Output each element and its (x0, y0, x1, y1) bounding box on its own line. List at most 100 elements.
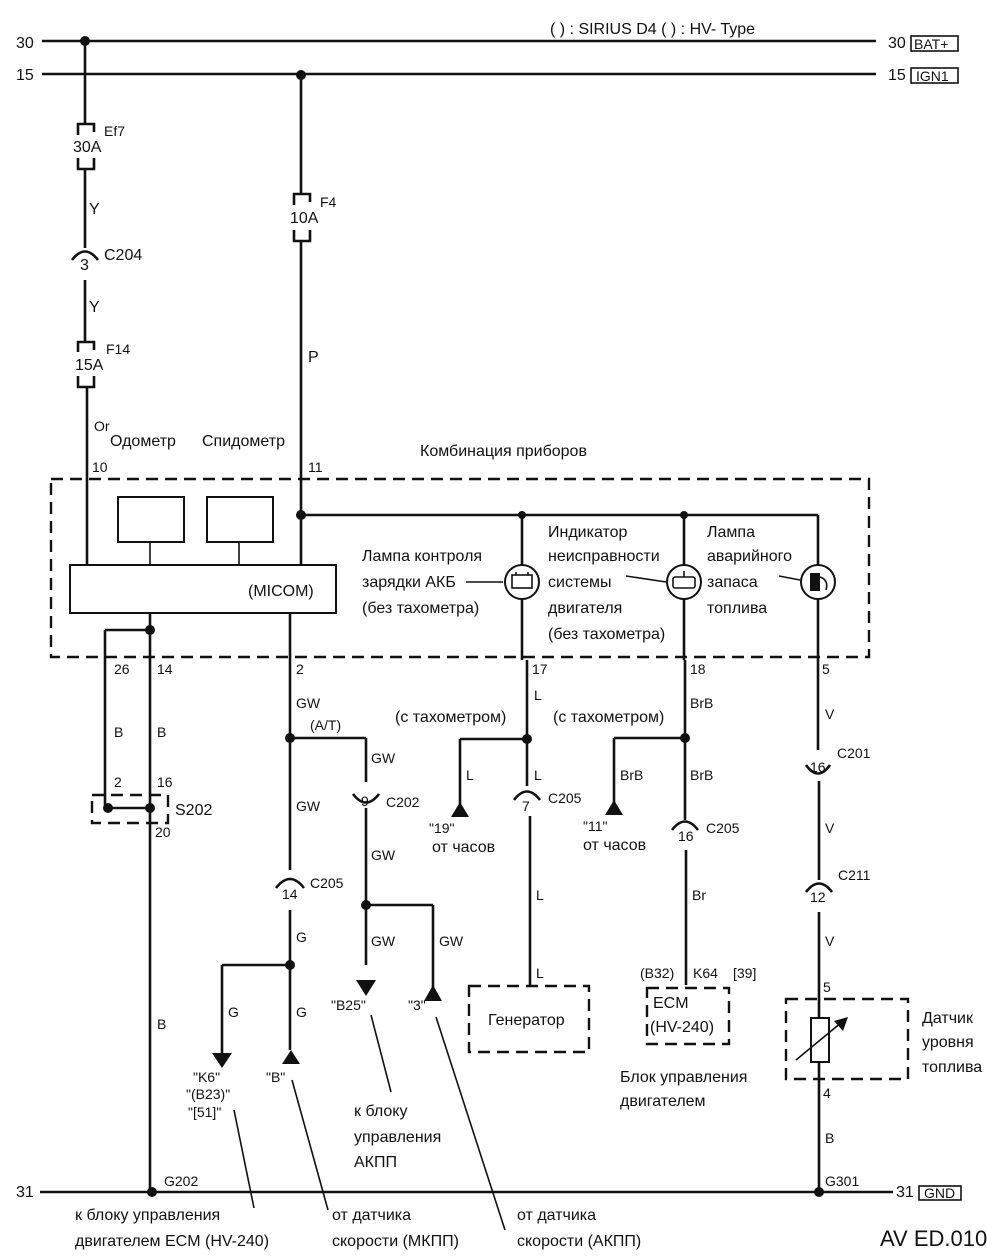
ecm-caption-line2: двигателем (620, 1093, 706, 1110)
ground-g202: G202 (164, 1173, 198, 1189)
rail-30-left-label: 30 (16, 35, 34, 52)
ecm-caption-line1: Блок управления (620, 1069, 747, 1086)
c204-pin: 3 (80, 257, 89, 274)
terminal-b: "B" (266, 1069, 285, 1085)
arrow-up-b (282, 1050, 300, 1064)
wire-y-2: Y (89, 299, 100, 316)
speed-signal-branch: 2 GW (A/T) GW GW 9 C202 GW GW GW "B25" "… (186, 660, 506, 1231)
speedometer-feed-branch: F4 10A P 11 (290, 75, 337, 565)
fuel-lamp-line4: топлива (707, 600, 767, 617)
sensor-pin-5: 5 (823, 979, 831, 995)
speed-mt-line1: от датчика (332, 1207, 411, 1224)
terminal-k6: "K6" (193, 1069, 220, 1085)
c211-pin: 12 (810, 889, 826, 905)
cluster-title: Комбинация приборов (420, 443, 587, 460)
wire-gw-2: GW (371, 750, 396, 766)
to-tcm-line1: к блоку (354, 1103, 407, 1120)
rail-30: 30 30 BAT+ (16, 35, 959, 52)
engine-indicator-line4: двигателя (548, 600, 622, 617)
fuse-ef7-name: Ef7 (104, 123, 125, 139)
to-ecm-line2: двигателем ECM (HV-240) (75, 1233, 269, 1250)
to-tcm-line2: управления (354, 1129, 441, 1146)
s202-pin-20: 20 (155, 824, 171, 840)
c205-a-pin: 14 (282, 886, 298, 902)
wire-l-3: L (534, 767, 542, 783)
c205-c-pin: 16 (678, 828, 694, 844)
fuse-f4-name: F4 (320, 194, 337, 210)
wire-l-5: L (536, 965, 544, 981)
arrow-up-11 (605, 800, 623, 815)
wire-v-2: V (825, 820, 835, 836)
micom-label: (MICOM) (248, 583, 314, 600)
pin-2: 2 (296, 661, 304, 677)
c205-a-name: C205 (310, 875, 344, 891)
wire-l-2: L (466, 767, 474, 783)
rail-15-left-label: 15 (16, 67, 34, 84)
fuel-level-branch: 5 V 16 C201 V 12 C211 V 5 4 B Датчик уро… (784, 660, 982, 1192)
rail-15-right-label: 15 (888, 67, 906, 84)
sensor-pin-4: 4 (823, 1085, 831, 1101)
charge-lamp-line2: зарядки АКБ (362, 574, 456, 591)
engine-signal-branch: 18 BrB (с тахометром) BrB BrB "11" от ча… (553, 660, 756, 1110)
ecm-line1: ECM (653, 995, 689, 1012)
c201-name: C201 (837, 745, 871, 761)
pin-5: 5 (822, 661, 830, 677)
micom-unit (69, 564, 337, 614)
s202-pin-16: 16 (157, 774, 173, 790)
speedometer-label: Спидометр (202, 433, 285, 450)
fuel-sensor-line2: уровня (922, 1034, 974, 1051)
wire-g-2: G (228, 1004, 239, 1020)
charge-lamp-line3: (без тахометра) (362, 600, 479, 617)
pin-17: 17 (532, 661, 548, 677)
speed-at-line1: от датчика (517, 1207, 596, 1224)
c202-pin: 9 (361, 793, 369, 809)
fuse-f4-rating: 10A (290, 210, 319, 227)
wire-l-4: L (536, 887, 544, 903)
ecm-pin-b32: (B32) (640, 965, 674, 981)
tacho-label-right: (с тахометром) (553, 709, 664, 726)
legend: ( ) : SIRIUS D4 ( ) : HV- Type (550, 21, 755, 38)
splice-s202-label: S202 (175, 802, 212, 819)
check-engine-lamp-icon (666, 564, 702, 600)
wire-br: Br (692, 887, 706, 903)
wire-or: Or (94, 418, 110, 434)
arrow-down-k6 (212, 1053, 232, 1068)
c205-b-name: C205 (548, 790, 582, 806)
wire-v-1: V (825, 706, 835, 722)
terminal-3: "3" (408, 997, 426, 1013)
tacho-right-pin: "11" (583, 818, 608, 834)
tacho-left-from: от часов (432, 839, 495, 856)
c205-c-name: C205 (706, 820, 740, 836)
wire-b-ground: B (157, 1016, 166, 1032)
tacho-right-from: от часов (583, 837, 646, 854)
arrow-up-3 (424, 985, 442, 1001)
fuel-lamp-line3: запаса (707, 574, 758, 591)
wire-g-3: G (296, 1004, 307, 1020)
ign1-tag: IGN1 (916, 68, 949, 84)
wire-at-label: (A/T) (310, 717, 341, 733)
pin-14: 14 (157, 661, 173, 677)
speed-at-line2: скорости (АКПП) (517, 1233, 641, 1250)
engine-indicator-line2: неисправности (548, 548, 660, 565)
pin-11: 11 (308, 459, 323, 475)
rail-15: 15 15 IGN1 (16, 67, 959, 84)
wire-gw-6: GW (439, 933, 464, 949)
wire-b-26: B (114, 724, 123, 740)
wire-gw-4: GW (371, 847, 396, 863)
pin-26: 26 (114, 661, 130, 677)
terminal-b51: "[51]" (188, 1104, 221, 1120)
arrow-up-19 (451, 802, 469, 817)
terminal-b25: "B25" (331, 997, 366, 1013)
odometer-display (117, 496, 185, 543)
gnd-tag: GND (924, 1185, 955, 1201)
wire-gw-3: GW (296, 798, 321, 814)
terminal-b23: "(B23)" (186, 1086, 230, 1102)
generator-box (467, 984, 591, 1054)
instrument-cluster: Комбинация приборов Одометр Спидометр (M… (49, 433, 871, 660)
arrow-down-b25 (356, 980, 376, 996)
ecm-pin-k64: K64 (693, 965, 718, 981)
c202-name: C202 (386, 794, 420, 810)
wire-brb-1: BrB (690, 695, 713, 711)
speedometer-display (206, 496, 274, 543)
